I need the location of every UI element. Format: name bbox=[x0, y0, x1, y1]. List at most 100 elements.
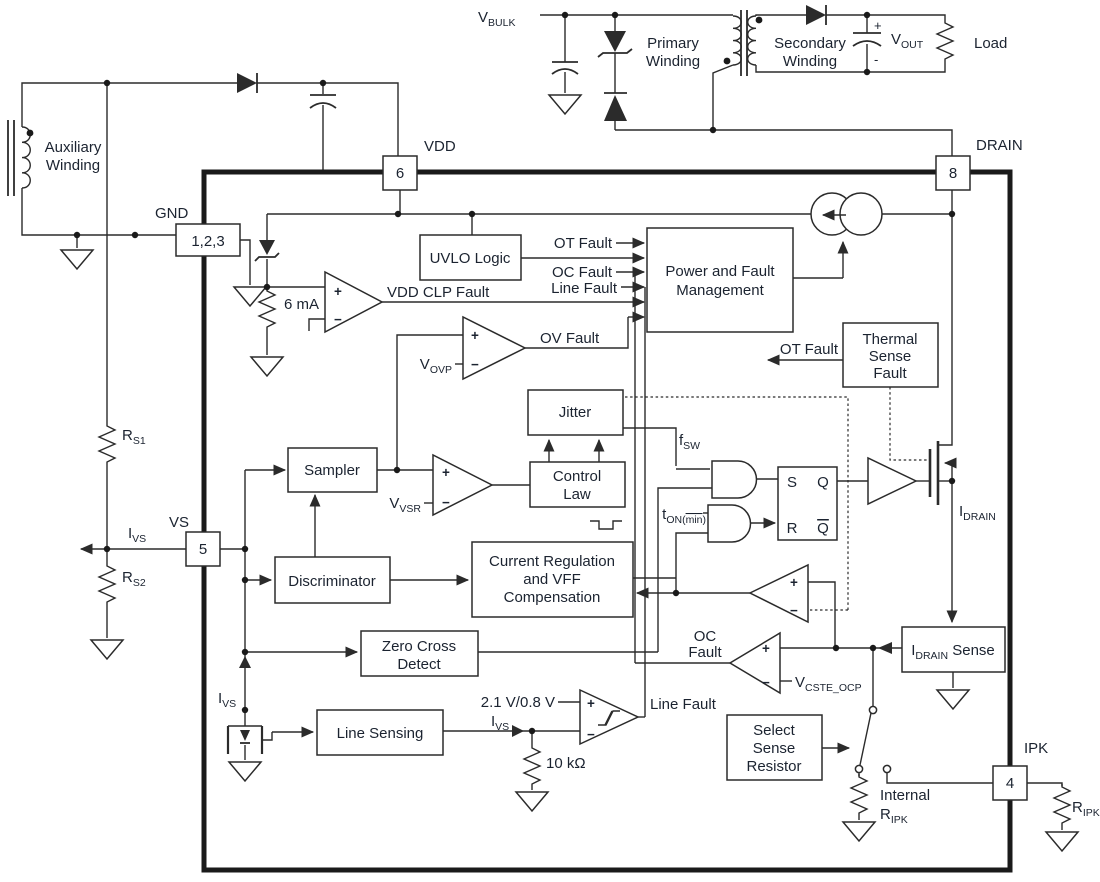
threshold-label: 2.1 V/0.8 V bbox=[481, 694, 555, 711]
ripk-ext-label: RIPK bbox=[1072, 799, 1100, 819]
control-law-block bbox=[529, 461, 626, 508]
secondary-coil bbox=[747, 15, 757, 66]
select-label3: Resistor bbox=[746, 758, 801, 775]
6ma-label: 6 mA bbox=[284, 296, 319, 313]
ground-symbol bbox=[90, 639, 124, 660]
pin-gnd-number: 1,2,3 bbox=[191, 233, 224, 250]
minus-sign: − bbox=[471, 357, 479, 372]
gate-driver bbox=[867, 456, 918, 506]
resistor-10k bbox=[522, 745, 542, 787]
curreg-label3: Compensation bbox=[504, 589, 601, 606]
vvsr-comparator bbox=[432, 453, 494, 517]
thermal-label: Thermal bbox=[862, 331, 917, 348]
ivs-direction-arrow bbox=[239, 656, 251, 668]
discriminator-block bbox=[274, 556, 391, 604]
minus-sign: − bbox=[790, 603, 798, 618]
vbulk-label: VBULK bbox=[478, 9, 515, 29]
gnd-pin-name: GND bbox=[155, 205, 189, 222]
zcd-label2: Detect bbox=[397, 656, 441, 673]
ground-symbol bbox=[936, 689, 970, 710]
select-sense-resistor-block bbox=[726, 714, 823, 781]
and-gate-set bbox=[711, 460, 758, 499]
discriminator-label: Discriminator bbox=[288, 573, 376, 590]
line-sensing-block bbox=[316, 709, 444, 756]
pin-ipk-number: 4 bbox=[1006, 775, 1014, 792]
vout-label: VOUT bbox=[891, 31, 924, 51]
hysteresis-icon bbox=[598, 710, 620, 726]
bulk-clamp-zener bbox=[597, 31, 633, 58]
resistor-internal-ripk bbox=[849, 774, 869, 816]
aux-winding-label: Auxiliary bbox=[45, 139, 102, 156]
jitter-label: Jitter bbox=[559, 404, 592, 421]
plus-sign: + bbox=[762, 641, 770, 656]
dotted-links bbox=[625, 387, 928, 611]
vcste-label: VCSTE_OCP bbox=[795, 674, 862, 694]
comparator-signs: + − + − + − + − + − + − bbox=[334, 284, 798, 742]
select-label: Select bbox=[753, 722, 796, 739]
diodes bbox=[237, 5, 892, 744]
resistor-external-ripk bbox=[1052, 784, 1072, 826]
rs2-label: RS2 bbox=[122, 569, 146, 589]
vs-pin-name: VS bbox=[169, 514, 189, 531]
ivs-out-arrow bbox=[512, 725, 524, 737]
rs1-label: RS1 bbox=[122, 427, 146, 447]
drain-pin-name: DRAIN bbox=[976, 137, 1023, 154]
transformer bbox=[732, 15, 757, 66]
secondary-winding-label: Secondary bbox=[774, 35, 846, 52]
vout-plus-sign: + bbox=[874, 18, 882, 33]
resistor-load bbox=[935, 20, 955, 62]
line-fault-label: Line Fault bbox=[551, 280, 618, 297]
zcd-label: Zero Cross bbox=[382, 638, 456, 655]
pin-ipk-box bbox=[992, 765, 1028, 801]
uvlo-block bbox=[419, 234, 522, 281]
sr-latch-block bbox=[777, 466, 838, 541]
ton-min-label: tON(min) bbox=[662, 506, 706, 526]
ton-pulse-icon bbox=[590, 520, 622, 530]
primary-coil bbox=[732, 15, 742, 66]
curreg-label: Current Regulation bbox=[489, 553, 615, 570]
sampler-label: Sampler bbox=[304, 462, 360, 479]
oc-comparator bbox=[728, 631, 781, 695]
bulk-clamp-diode bbox=[604, 92, 627, 121]
control-law-label: Control bbox=[553, 468, 601, 485]
idrain-label: IDRAIN bbox=[959, 503, 996, 523]
pin-vs-number: 5 bbox=[199, 541, 207, 558]
cs-comparator bbox=[748, 563, 809, 624]
latch-s-label: S bbox=[787, 474, 797, 491]
primary-winding-label2: Winding bbox=[646, 53, 700, 70]
plus-sign: + bbox=[334, 284, 342, 299]
latch-qbar-label: Q bbox=[817, 520, 829, 537]
vvsr-label: VVSR bbox=[389, 495, 421, 515]
line-sensing-label: Line Sensing bbox=[337, 725, 424, 742]
resistors bbox=[97, 20, 1072, 826]
minus-sign: − bbox=[587, 727, 595, 742]
aux-winding-label2: Winding bbox=[46, 157, 100, 174]
secondary-winding-label2: Winding bbox=[783, 53, 837, 70]
ot-fault-label: OT Fault bbox=[554, 235, 613, 252]
curreg-label2: and VFF bbox=[523, 571, 581, 588]
minus-sign: − bbox=[442, 495, 450, 510]
pin-vdd-box bbox=[382, 155, 418, 191]
internal-ripk-label: Internal bbox=[880, 787, 930, 804]
plus-sign: + bbox=[471, 328, 479, 343]
vout-minus-sign: - bbox=[874, 52, 878, 67]
idrain-sense-label: IDRAIN Sense bbox=[911, 642, 995, 662]
thermal-label2: Sense bbox=[869, 348, 912, 365]
ot-fault2-label: OT Fault bbox=[780, 341, 839, 358]
current-regulation-block bbox=[471, 541, 634, 618]
vovp-label: VOVP bbox=[420, 356, 452, 376]
primary-winding-label: Primary bbox=[647, 35, 699, 52]
ground-symbol bbox=[250, 356, 284, 377]
pins bbox=[175, 155, 1028, 801]
ov-comparator bbox=[462, 315, 527, 381]
ivs-ext-label: IVS bbox=[128, 525, 146, 545]
load-label: Load bbox=[974, 35, 1007, 52]
power-fault-management-block bbox=[646, 227, 794, 333]
internal-zener bbox=[254, 240, 280, 262]
ground-symbol bbox=[228, 761, 262, 782]
10k-label: 10 kΩ bbox=[546, 755, 586, 772]
line-fault2-label: Line Fault bbox=[650, 696, 717, 713]
pin-gnd-box bbox=[175, 223, 241, 257]
